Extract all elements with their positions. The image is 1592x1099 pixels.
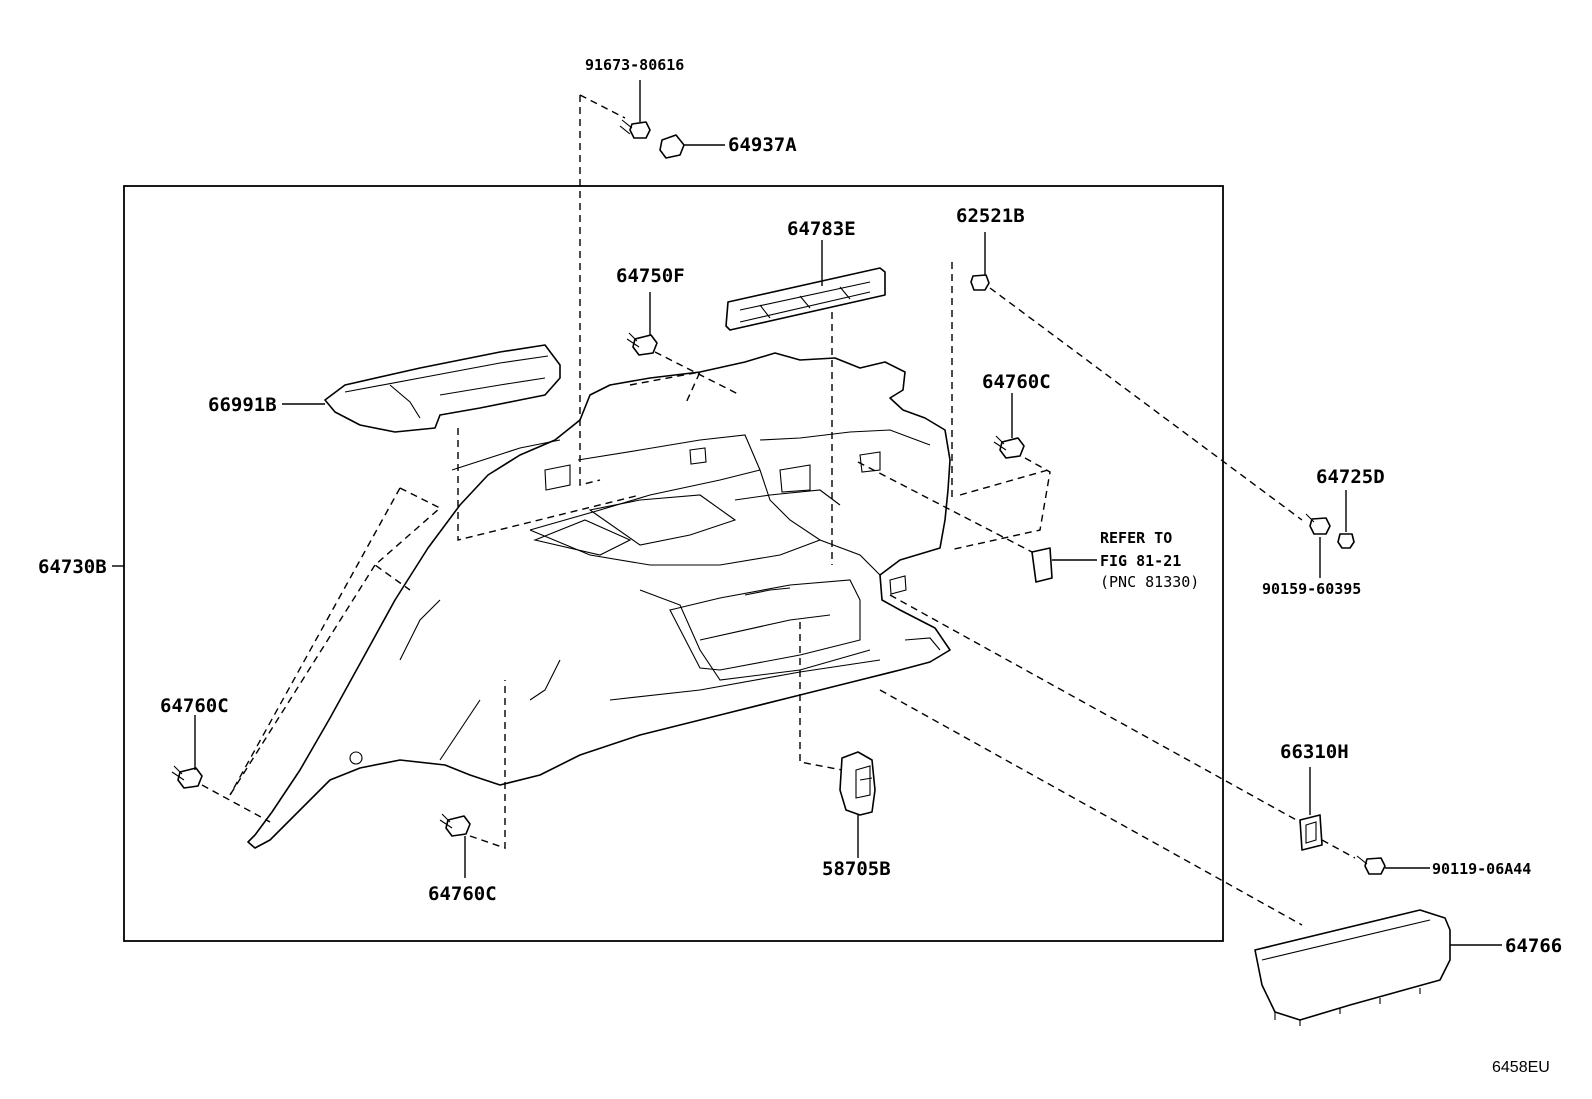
label-64760C-left: 64760C [160,695,229,717]
cap-64937A [659,134,685,159]
dashed-lines [201,94,1356,926]
label-64750F: 64750F [616,265,685,287]
label-90119-06A44: 90119-06A44 [1432,860,1531,878]
screw-90119 [1356,855,1386,875]
refer-line-3: (PNC 81330) [1100,573,1199,591]
screw-90159 [1305,513,1331,535]
bar-64783E [725,267,886,331]
label-66991B: 66991B [208,394,277,416]
label-90159-60395: 90159-60395 [1262,580,1361,598]
bracket-66310H [1299,814,1323,851]
hook-58705B [839,751,876,816]
clip-64760C-left [171,765,203,789]
leader-lines [112,80,1502,946]
figure-code: 6458EU [1492,1059,1550,1076]
clip-64725D [1337,533,1355,549]
label-91673-80616: 91673-80616 [585,56,684,74]
refer-clip [1031,547,1053,583]
nut-62521B [970,274,990,291]
label-64760C-right: 64760C [982,371,1051,393]
assembly-frame [123,185,1224,942]
upper-trim-66991B [324,344,561,433]
label-64725D: 64725D [1316,466,1385,488]
refer-line-1: REFER TO [1100,529,1172,547]
label-64760C-bottom: 64760C [428,883,497,905]
refer-line-2: FIG 81-21 [1100,552,1181,570]
label-62521B: 62521B [956,205,1025,227]
clip-64760C-right [993,435,1025,459]
label-58705B: 58705B [822,858,891,880]
clip-64760C-bottom [439,813,471,837]
clip-64750F [626,332,658,356]
quarter-trim-panel [247,352,951,849]
label-64783E: 64783E [787,218,856,240]
screw-91673 [619,119,651,139]
label-64766: 64766 [1505,935,1562,957]
lower-panel-64766 [1254,909,1451,1026]
label-66310H: 66310H [1280,741,1349,763]
label-64730B: 64730B [38,556,107,578]
label-64937A: 64937A [728,134,797,156]
